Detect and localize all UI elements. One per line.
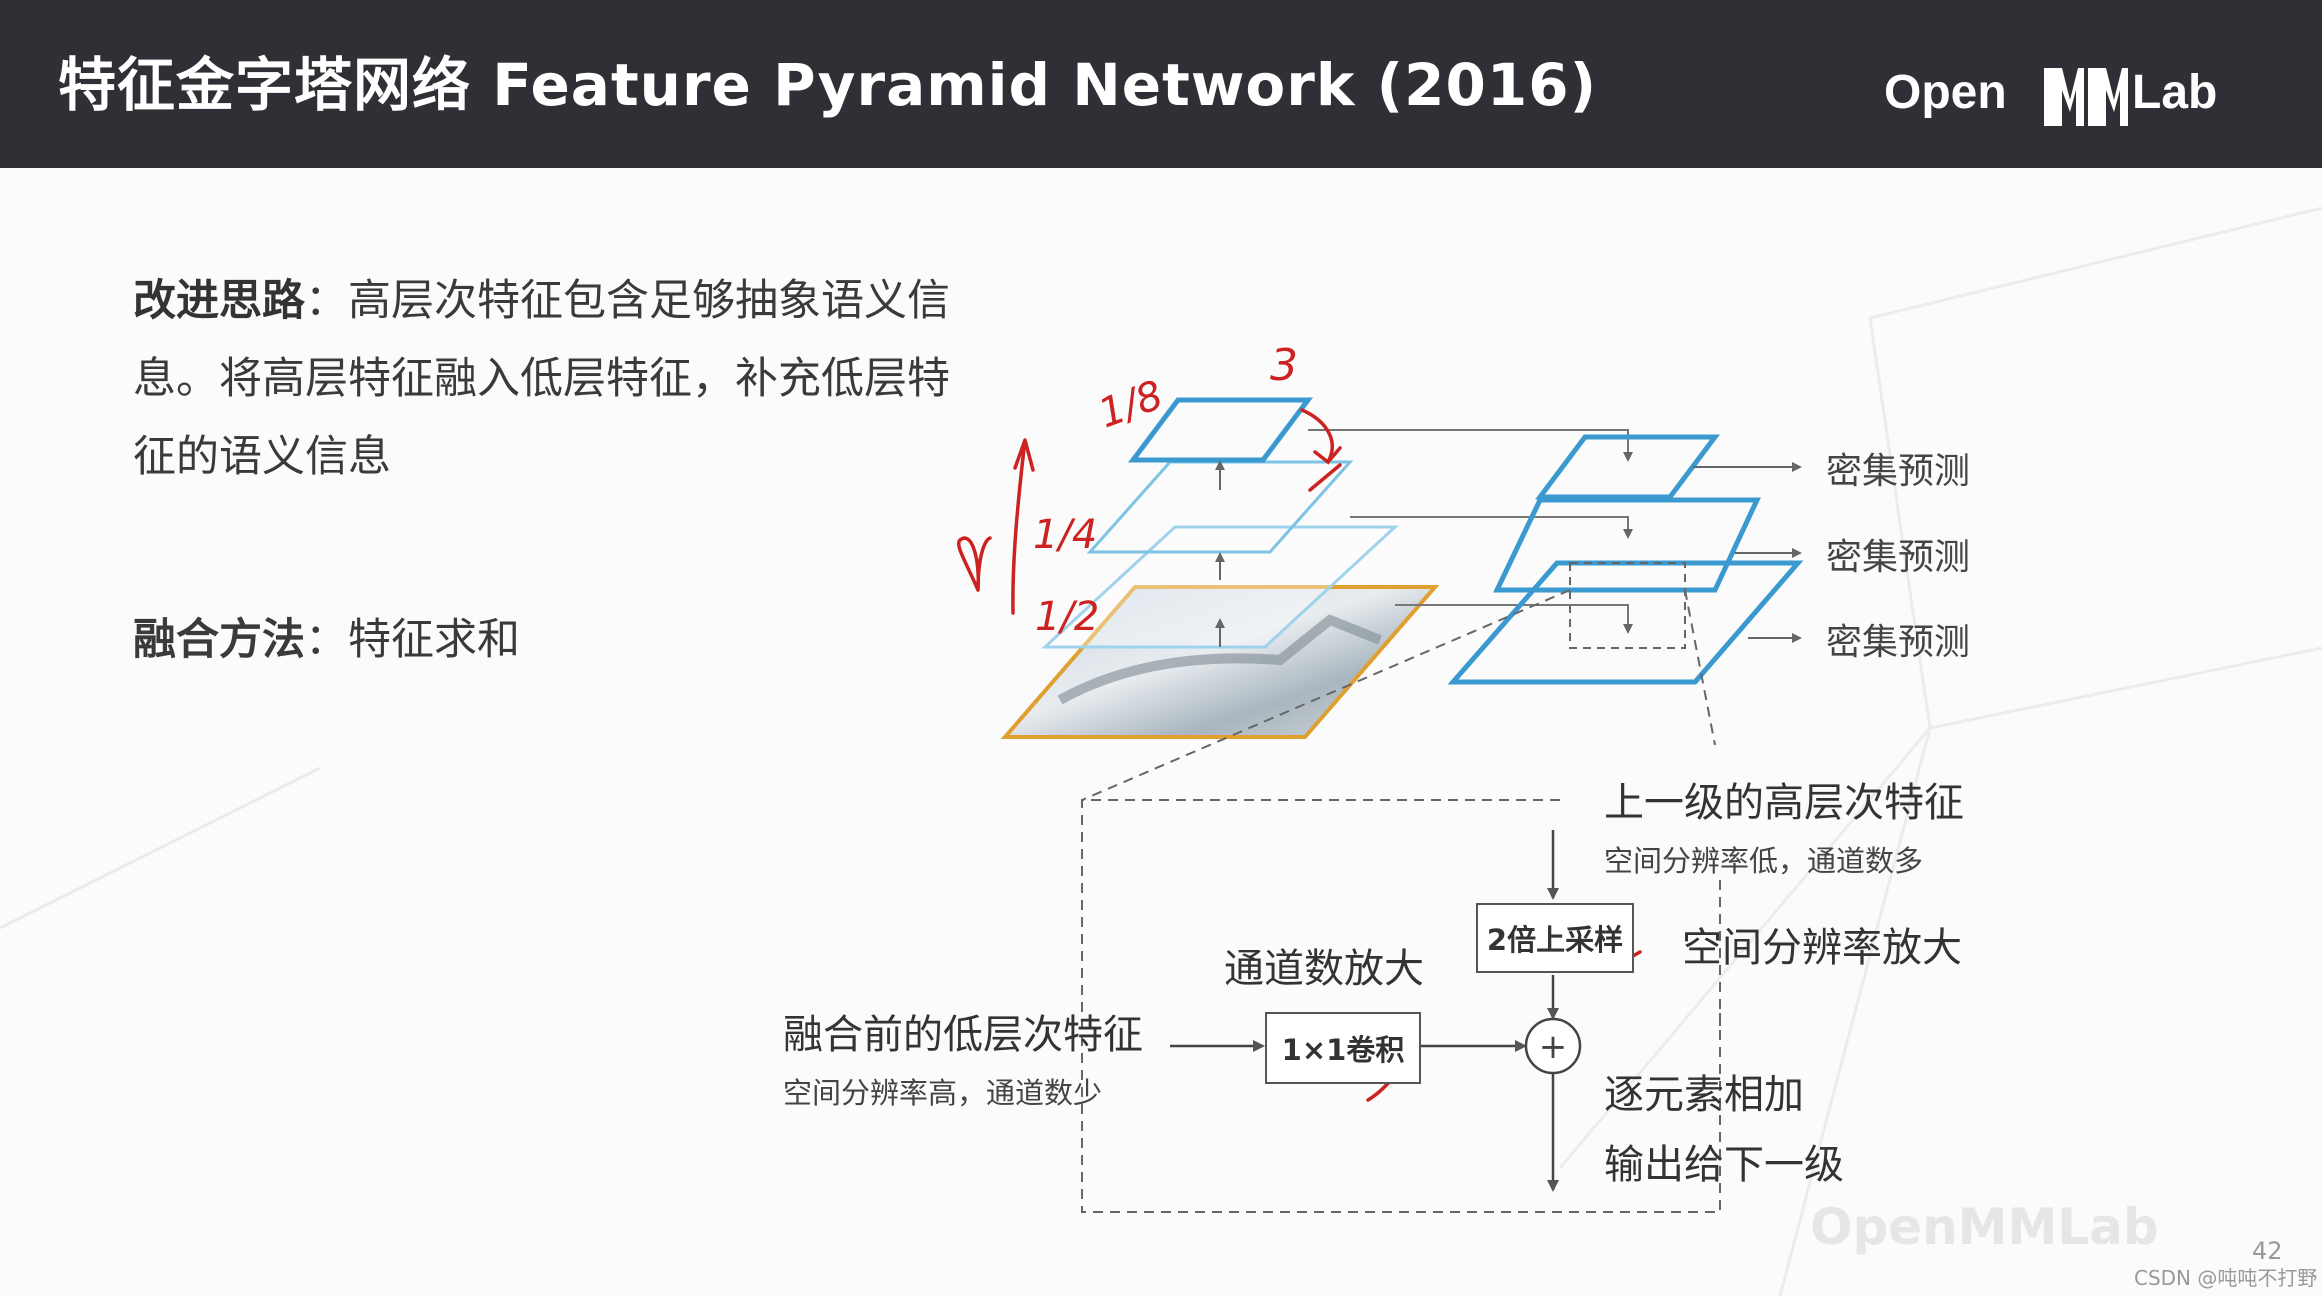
background-decoration <box>0 206 2322 1296</box>
handwriting-half: 1/2 <box>1035 594 1099 640</box>
logo-text-open: Open <box>1884 66 2007 119</box>
conv1x1-box: 1×1卷积 <box>1265 1012 1421 1084</box>
high-level-feature-label: 上一级的高层次特征 <box>1604 780 1964 826</box>
feature-level-half <box>1041 525 1399 649</box>
low-level-feature-sub: 空间分辨率高，通道数少 <box>783 1076 1103 1110</box>
fusion-method-heading: 融合方法 <box>133 615 305 665</box>
low-level-feature-label: 融合前的低层次特征 <box>783 1012 1143 1058</box>
channel-expand-label: 通道数放大 <box>1224 946 1424 992</box>
fusion-method-body: ：特征求和 <box>305 615 520 665</box>
output-next-level-label: 输出给下一级 <box>1604 1142 1844 1188</box>
improvement-idea-text: 改进思路：高层次特征包含足够抽象语义信息。将高层特征融入低层特征，补充低层特征的… <box>133 262 953 496</box>
elementwise-add-circle <box>1524 1017 1582 1075</box>
high-level-feature-sub: 空间分辨率低，通道数多 <box>1604 844 1924 878</box>
openmmlab-logo: Open Lab <box>1880 60 2225 130</box>
elementwise-add-label: 逐元素相加 <box>1604 1072 1804 1118</box>
upsample-description: 空间分辨率放大 <box>1682 925 1962 971</box>
fusion-method-text: 融合方法：特征求和 <box>133 605 520 667</box>
background-watermark: OpenMMLab <box>1810 1198 2159 1256</box>
logo-text-lab: Lab <box>2132 66 2218 119</box>
output-level-bottom <box>1447 560 1804 685</box>
prediction-label-2: 密集预测 <box>1826 537 1971 578</box>
prediction-label-1: 密集预测 <box>1826 451 1971 492</box>
page-number: 42 <box>2252 1237 2283 1265</box>
slide-title: 特征金字塔网络 Feature Pyramid Network (2016) <box>58 51 1598 119</box>
improvement-idea-body: ：高层次特征包含足够抽象语义信息。将高层特征融入低层特征，补充低层特征的语义信息 <box>133 276 950 482</box>
prediction-label-3: 密集预测 <box>1826 622 1971 663</box>
header-bar: 特征金字塔网络 Feature Pyramid Network (2016) O… <box>0 0 2322 168</box>
csdn-watermark: CSDN @吨吨不打野 <box>2134 1266 2318 1290</box>
logo-mm-icon <box>2044 68 2128 126</box>
output-level-mid <box>1493 497 1761 593</box>
feature-level-quarter <box>1086 460 1354 554</box>
handwriting-three: 3 <box>1270 340 1298 391</box>
plus-symbol: + <box>1539 1027 1568 1067</box>
improvement-idea-heading: 改进思路 <box>133 276 305 326</box>
output-level-top <box>1535 434 1720 500</box>
upsample-box: 2倍上采样 <box>1476 903 1634 973</box>
handwriting-quarter: 1/4 <box>1033 512 1097 558</box>
zoom-region <box>1569 562 1686 649</box>
